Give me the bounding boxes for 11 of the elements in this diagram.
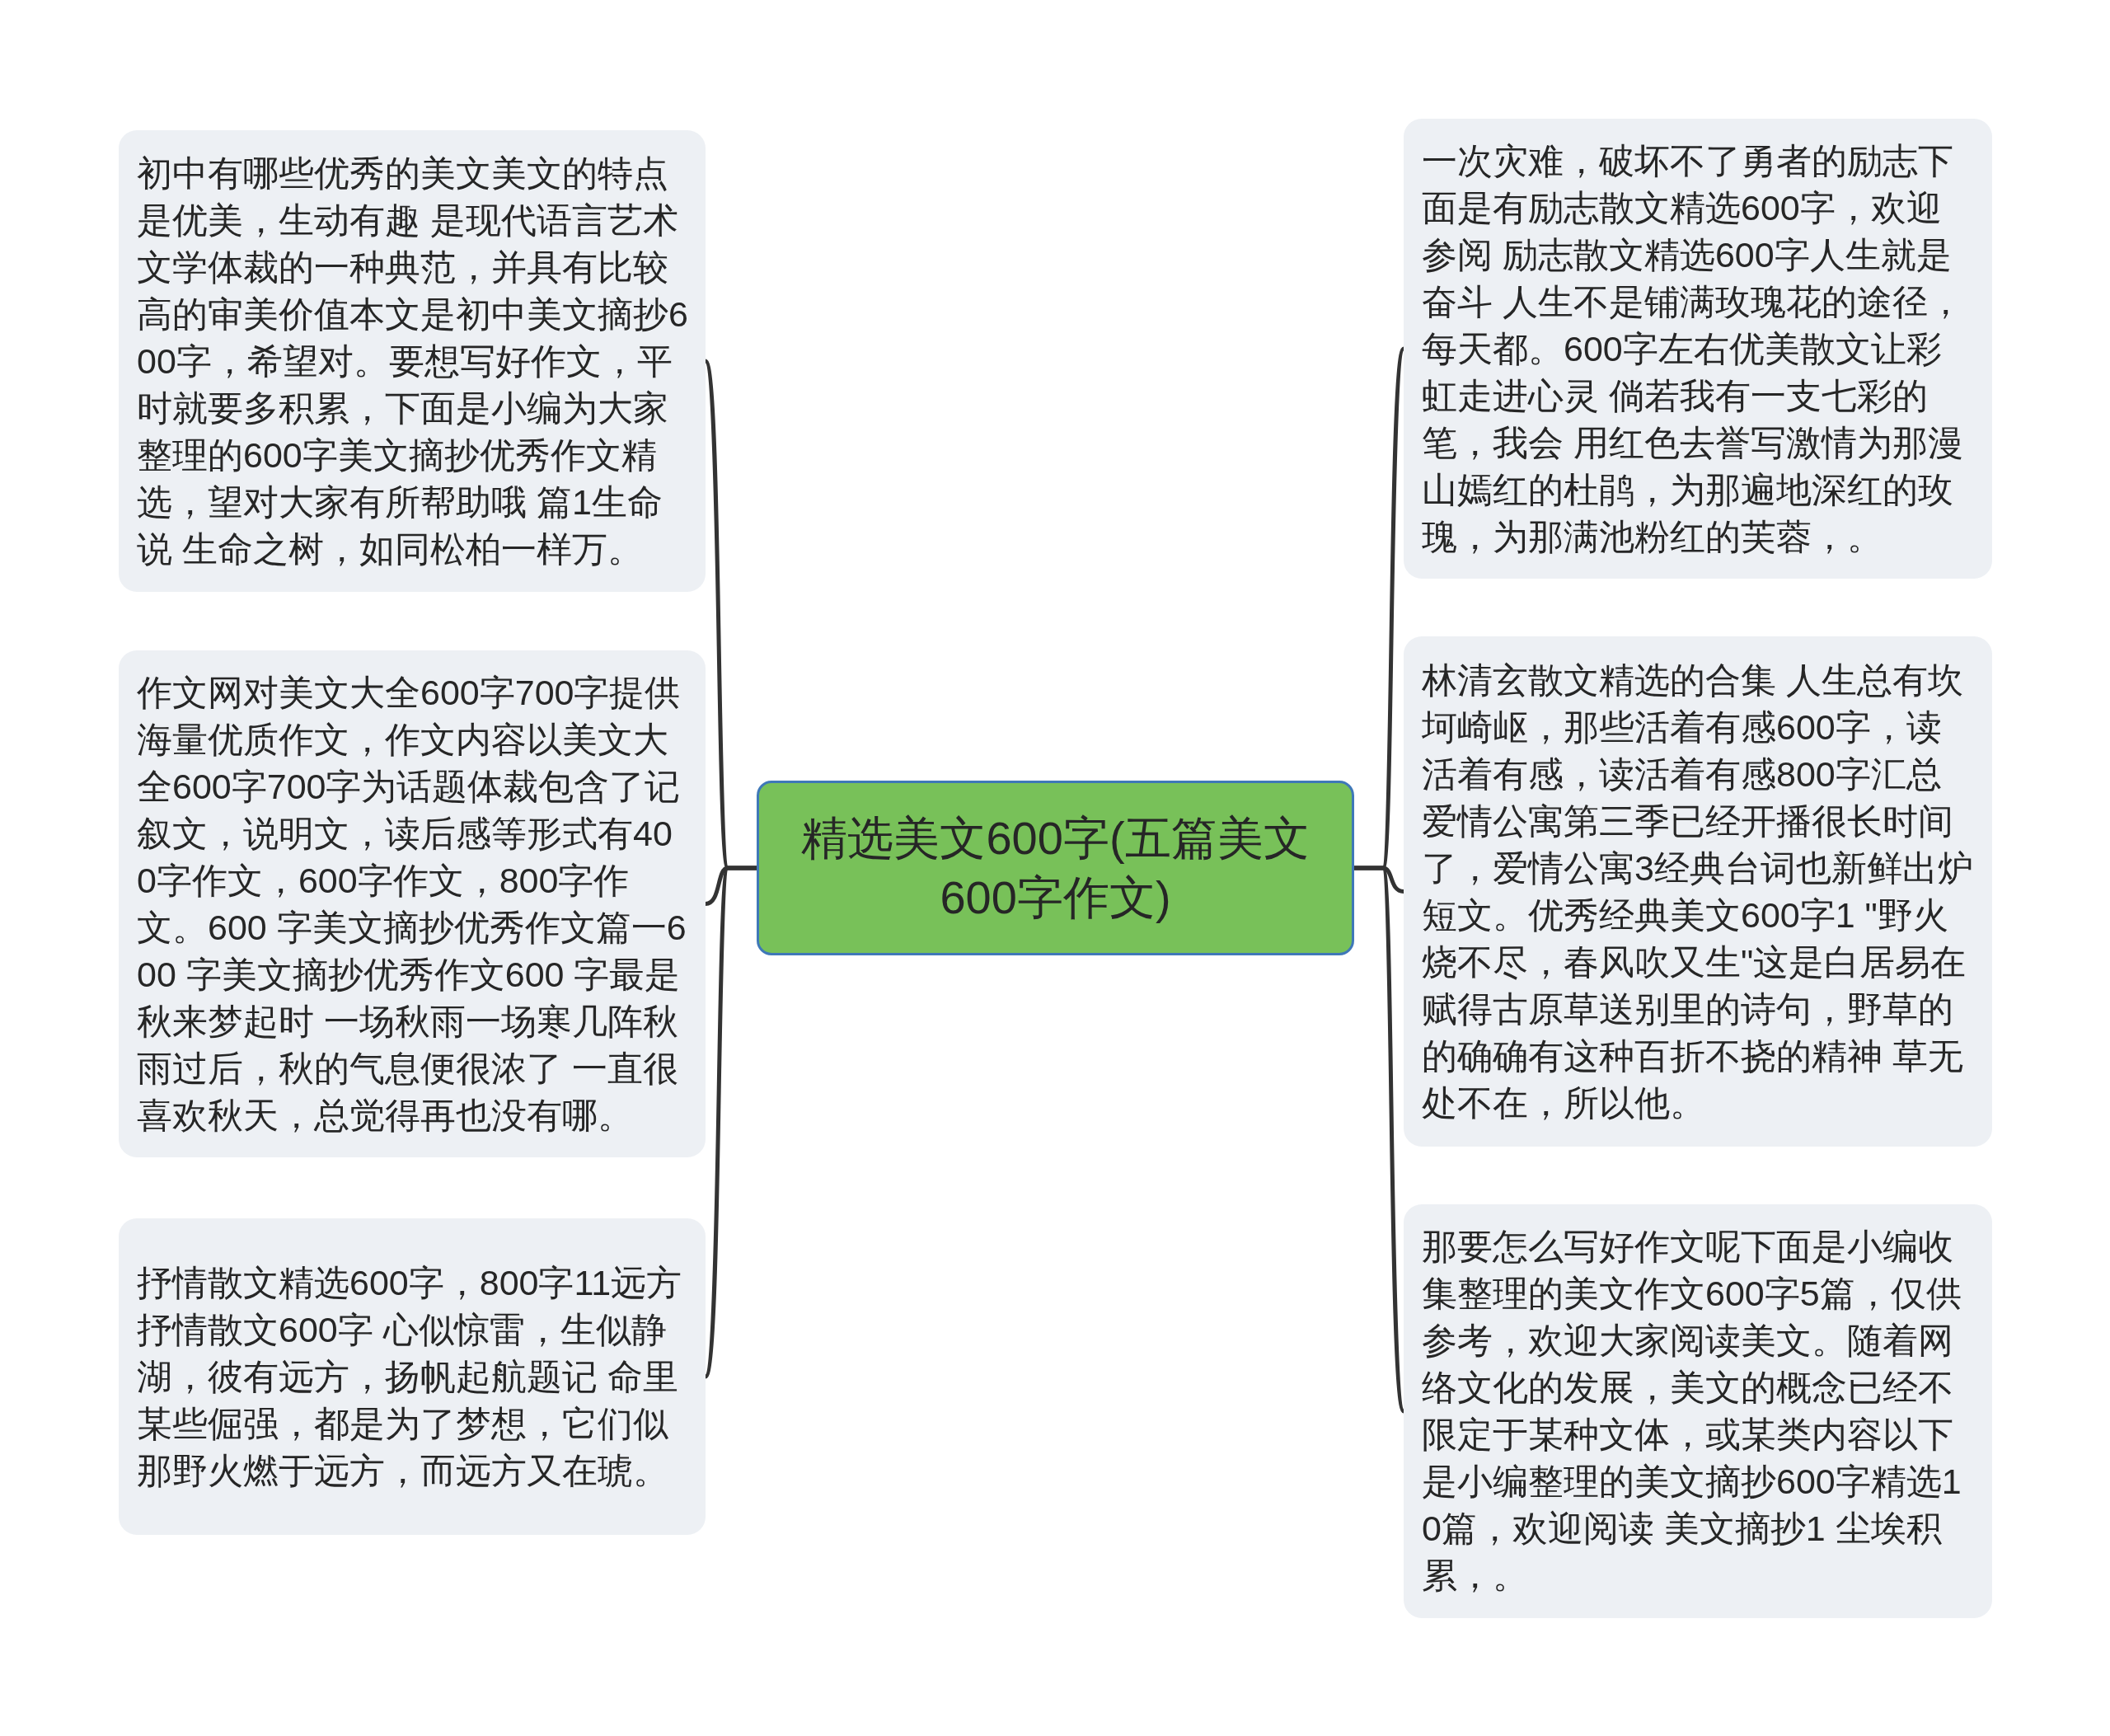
topic-text: 精选美文600字(五篇美文600字作文) bbox=[800, 811, 1311, 925]
card-text: 那要怎么写好作文呢下面是小编收集整理的美文作文600字5篇，仅供参考，欢迎大家阅读美文。随着网络文化的发展，美文的概念已经不限定于某种文体，或某类内容以下是小编整理的美文摘抄600字精选10篇，欢迎阅读 美文摘抄1 尘埃积累，。 bbox=[1422, 1226, 1962, 1597]
card-text: 作文网对美文大全600字700字提供海量优质作文，作文内容以美文大全600字700字为话题体裁包含了记叙文，说明文，读后感等形式有400字作文，600字作文，800字作文。600 字美文摘抄优秀作文篇一600 字美文摘抄优秀作文600 字最是秋来梦起时 一场秋雨一场寒几阵秋雨过后，秋的气息便很浓了 一直很喜欢秋天，总觉得再也没有哪。 bbox=[137, 671, 687, 1137]
text-card bbox=[119, 1218, 706, 1535]
card-text: 初中有哪些优秀的美文美文的特点是优美，生动有趣 是现代语言艺术文学体裁的一种典范，并具有比较高的审美价值本文是初中美文摘抄600字，希望对。要想写好作文，平时就要多积累，下面是小编为大家整理的600字美文摘抄优秀作文精选，望对大家有所帮助哦 篇1生命说 生命之树，如同松柏一样万。 bbox=[137, 152, 689, 570]
text-card bbox=[1404, 119, 1992, 579]
card-text: 一次灾难，破坏不了勇者的励志下面是有励志散文精选600字，欢迎参阅 励志散文精选600字人生就是奋斗 人生不是铺满玫瑰花的途径，每天都。600字左右优美散文让彩虹走进心灵 倘若我有一支七彩的笔，我会 用红色去誉写激情为那漫山嫣红的杜鹃，为那遍地深红的玫瑰，为那满池粉红的芙蓉，。 bbox=[1422, 139, 1964, 558]
card-text: 抒情散文精选600字，800字11远方抒情散文600字 心似惊雷，生似静湖，彼有远方，扬帆起航题记 命里某些倔强，都是为了梦想，它们似那野火燃于远方，而远方又在琥。 bbox=[137, 1261, 683, 1492]
text-card bbox=[1404, 1204, 1992, 1618]
card-text: 林清玄散文精选的合集 人生总有坎坷崎岖，那些活着有感600字，读活着有感，读活着有感800字汇总爱情公寓第三季已经开播很长时间了，爱情公寓3经典台词也新鲜出炉短文。优秀经典美文600字1 "野火烧不尽，春风吹又生"这是白居易在赋得古原草送别里的诗句，野草的的确确有这种百折不挠的精神 草无处不在，所以他。 bbox=[1422, 659, 1974, 1124]
topic-box bbox=[757, 781, 1354, 955]
